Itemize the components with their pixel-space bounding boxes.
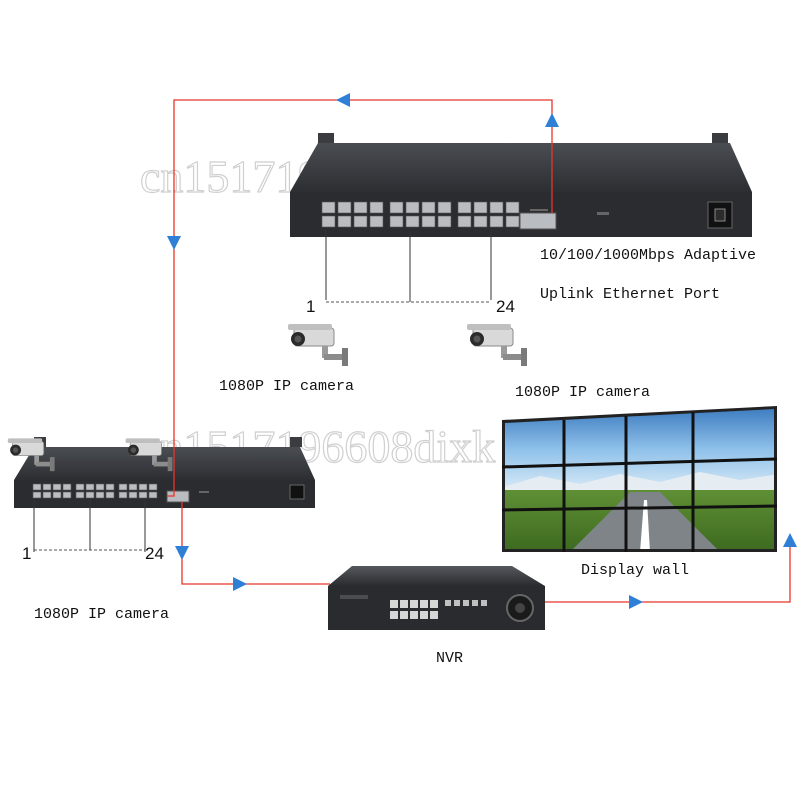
nvr-button [400, 600, 408, 608]
ip-camera-icon [287, 323, 349, 367]
network-link-line [545, 540, 791, 603]
ethernet-port [118, 483, 128, 491]
ethernet-port [138, 491, 148, 499]
nvr-button [390, 611, 398, 619]
ethernet-port [437, 201, 452, 214]
ethernet-port [489, 201, 504, 214]
top-port-last-label: 24 [496, 297, 515, 316]
nvr-button [420, 611, 428, 619]
display-wall-label: Display wall [581, 562, 689, 579]
ethernet-port [437, 215, 452, 228]
nvr-button [430, 600, 438, 608]
ethernet-port [75, 491, 85, 499]
display-wall-icon [501, 406, 778, 552]
arrow-icon [336, 93, 350, 107]
ethernet-port [85, 483, 95, 491]
ethernet-port [32, 491, 42, 499]
ethernet-port [353, 215, 368, 228]
ethernet-port [118, 491, 128, 499]
ethernet-port [148, 483, 158, 491]
ethernet-port [421, 215, 436, 228]
camera-label-top-left: 1080P IP camera [219, 378, 354, 395]
ethernet-port [405, 215, 420, 228]
ethernet-port [52, 483, 62, 491]
ethernet-port [321, 215, 336, 228]
ethernet-port [105, 483, 115, 491]
ethernet-port [75, 483, 85, 491]
nvr-button [472, 600, 478, 606]
nvr-button [410, 611, 418, 619]
ethernet-port [85, 491, 95, 499]
ethernet-port [52, 491, 62, 499]
nvr-button [481, 600, 487, 606]
nvr-button [400, 611, 408, 619]
ethernet-port [321, 201, 336, 214]
bottom-network-switch [14, 437, 315, 508]
ethernet-port [95, 483, 105, 491]
ethernet-port [505, 215, 520, 228]
ethernet-port [389, 215, 404, 228]
ethernet-port [95, 491, 105, 499]
power-socket-icon [289, 484, 305, 500]
ethernet-port [138, 483, 148, 491]
ethernet-port [457, 201, 472, 214]
ethernet-port [405, 201, 420, 214]
nvr-button [410, 600, 418, 608]
ethernet-port [128, 491, 138, 499]
top-network-switch [290, 133, 752, 237]
ethernet-port [489, 215, 504, 228]
ethernet-port [353, 201, 368, 214]
ethernet-port [389, 201, 404, 214]
ethernet-port [457, 215, 472, 228]
ethernet-port [337, 215, 352, 228]
bottom-port-last-label: 24 [145, 544, 164, 563]
ethernet-port [421, 201, 436, 214]
nvr-button [463, 600, 469, 606]
bottom-port-first-label: 1 [22, 544, 31, 563]
top-uplink-port [519, 212, 557, 230]
arrow-icon [167, 236, 181, 250]
ethernet-port [62, 491, 72, 499]
uplink-label-line1: 10/100/1000Mbps Adaptive [540, 247, 756, 264]
camera-label-top-right: 1080P IP camera [515, 384, 650, 401]
ip-camera-icon [466, 323, 528, 367]
nvr-button [430, 611, 438, 619]
ethernet-port [148, 491, 158, 499]
ethernet-port [473, 201, 488, 214]
arrow-icon [175, 546, 189, 560]
arrow-icon [783, 533, 797, 547]
ethernet-port [473, 215, 488, 228]
connection-lines [33, 99, 791, 603]
arrow-icon [629, 595, 643, 609]
ethernet-port [128, 483, 138, 491]
ethernet-port [42, 483, 52, 491]
bottom-switch-ports [32, 483, 158, 499]
ethernet-port [505, 201, 520, 214]
ethernet-port [32, 483, 42, 491]
arrow-icon [545, 113, 559, 127]
nvr-button [454, 600, 460, 606]
nvr-button [445, 600, 451, 606]
network-link-line [167, 99, 553, 497]
ethernet-port [105, 491, 115, 499]
nvr-label: NVR [436, 650, 463, 667]
arrow-icon [233, 577, 247, 591]
ethernet-port [337, 201, 352, 214]
top-port-first-label: 1 [306, 297, 315, 316]
ethernet-port [369, 215, 384, 228]
nvr-button [390, 600, 398, 608]
nvr-icon [328, 566, 545, 630]
uplink-label-line2: Uplink Ethernet Port [540, 286, 720, 303]
top-switch-ports [321, 201, 520, 228]
ethernet-port [62, 483, 72, 491]
network-link-line [181, 502, 330, 585]
camera-label-bottom: 1080P IP camera [34, 606, 169, 623]
ethernet-port [42, 491, 52, 499]
flow-arrows [167, 93, 797, 609]
ethernet-port [369, 201, 384, 214]
nvr-button [420, 600, 428, 608]
